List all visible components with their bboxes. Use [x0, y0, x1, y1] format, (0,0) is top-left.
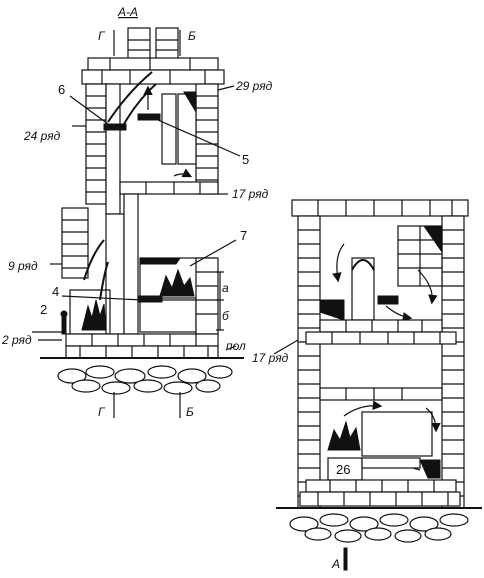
callout-2: 2 — [40, 302, 47, 317]
callout-4: 4 — [52, 284, 59, 299]
cut-mark-b-top: Б — [188, 29, 196, 43]
leader-lines-left — [32, 85, 241, 351]
section-cut-marks-left — [113, 30, 181, 418]
section-title: А-А — [117, 5, 138, 19]
chimney-top — [81, 27, 225, 85]
lower-body — [40, 193, 244, 359]
row-17-left-label: 17 ряд — [232, 187, 269, 201]
left-foundation — [57, 365, 233, 395]
cut-mark-g-top: Г — [98, 29, 106, 43]
dimension-a: а — [222, 281, 229, 295]
dimension-b: б — [222, 309, 230, 323]
right-front-view — [273, 199, 482, 571]
callout-7: 7 — [240, 228, 247, 243]
callout-26: 26 — [336, 462, 350, 477]
cut-mark-g-bottom: Г — [98, 405, 106, 419]
row-24-label: 24 ряд — [23, 129, 61, 143]
row-17-right-label: 17 ряд — [252, 351, 289, 365]
floor-label: пол — [226, 339, 246, 353]
callout-6: 6 — [58, 82, 65, 97]
left-section-view — [32, 27, 244, 418]
row-29-label: 29 ряд — [235, 79, 273, 93]
row-9-label: 9 ряд — [8, 259, 38, 273]
callout-5: 5 — [242, 152, 249, 167]
cut-mark-b-bottom: Б — [186, 405, 194, 419]
row-2-label: 2 ряд — [1, 333, 32, 347]
upper-body — [85, 71, 219, 215]
cut-mark-a: А — [331, 557, 340, 571]
